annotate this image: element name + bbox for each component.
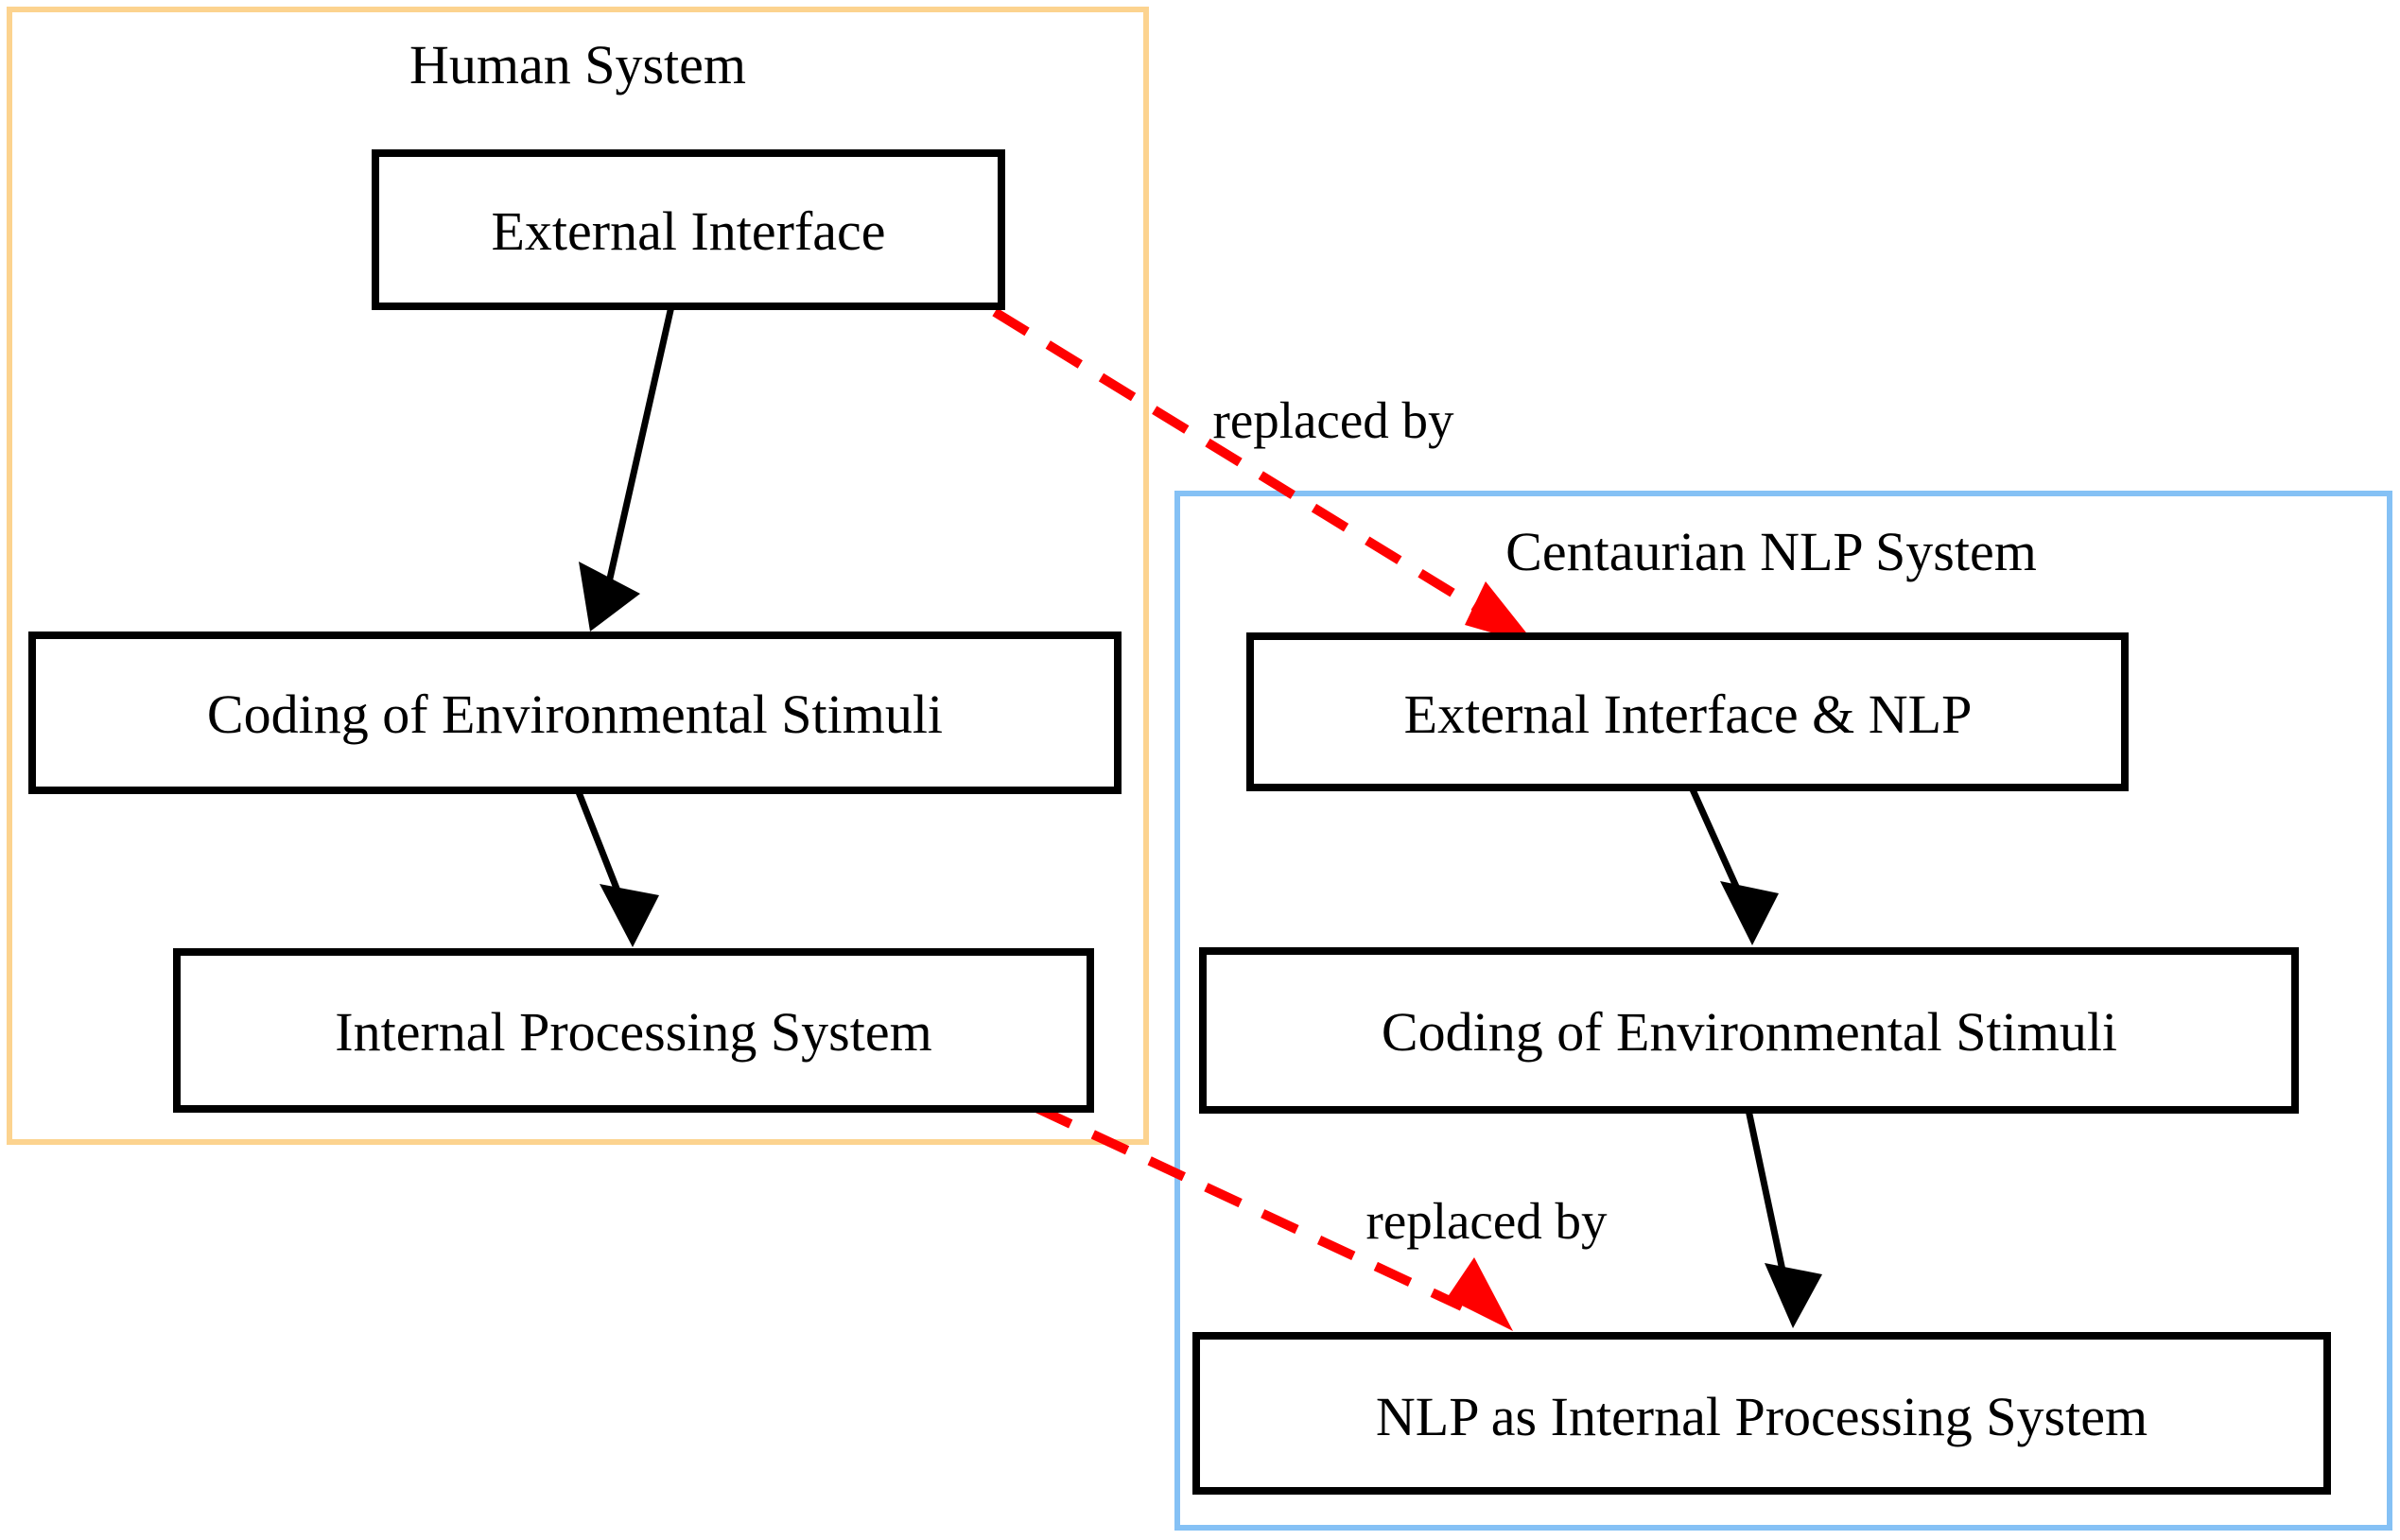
- node-box[interactable]: [1246, 632, 2129, 791]
- node-box[interactable]: [28, 632, 1122, 794]
- cluster-centaurian-nlp-system-border: [1174, 491, 2392, 1531]
- node-nlp-as-internal-processing-system[interactable]: NLP as Internal Processing System: [1192, 1332, 2331, 1495]
- node-label: Coding of Environmental Stimuli: [207, 683, 943, 745]
- node-box[interactable]: [173, 948, 1094, 1113]
- edge-nlp-ei-to-coding: [1688, 786, 1779, 945]
- cluster-human-system: Human System: [7, 7, 1149, 1145]
- arrowhead-icon: [1765, 1263, 1822, 1328]
- arrowhead-icon: [1720, 881, 1779, 945]
- node-nlp-external-interface-nlp[interactable]: External Interface & NLP: [1246, 632, 2129, 791]
- node-label: External Interface & NLP: [1404, 683, 1973, 745]
- node-human-external-interface[interactable]: External Interface: [372, 149, 1005, 310]
- edge-human-coding-to-internal: [575, 790, 659, 947]
- edge-label-replaced-by-interface: replaced by: [1213, 391, 1454, 449]
- cluster-centaurian-nlp-system: Centaurian NLP System: [1174, 491, 2392, 1531]
- replaced-by-line: [1034, 1103, 1465, 1311]
- node-human-coding-environmental-stimuli[interactable]: Coding of Environmental Stimuli: [28, 632, 1122, 794]
- node-box[interactable]: [1199, 947, 2299, 1114]
- edge-human-ei-to-coding: [579, 305, 675, 632]
- node-label: Coding of Environmental Stimuli: [1382, 1001, 2117, 1063]
- arrowhead-icon: [1447, 1257, 1513, 1331]
- node-label: External Interface: [492, 200, 886, 262]
- edge-line: [1745, 1109, 1789, 1285]
- arrowhead-icon: [1465, 581, 1537, 646]
- arrowhead-icon: [579, 562, 640, 632]
- edge-nlp-coding-to-internal: [1745, 1109, 1822, 1328]
- node-label: Internal Processing System: [335, 1001, 931, 1063]
- edge-label-replaced-by-processing: replaced by: [1366, 1192, 1608, 1250]
- cluster-human-system-border: [7, 7, 1149, 1145]
- arrowhead-icon: [600, 884, 659, 947]
- node-box[interactable]: [1192, 1332, 2331, 1495]
- node-nlp-coding-environmental-stimuli[interactable]: Coding of Environmental Stimuli: [1199, 947, 2299, 1114]
- node-label: NLP as Internal Processing System: [1376, 1386, 2148, 1447]
- replaced-by-line: [992, 307, 1487, 617]
- node-box[interactable]: [372, 149, 1005, 310]
- edge-line: [603, 305, 675, 592]
- edge-replaced-by-interface: replaced by: [992, 307, 1537, 646]
- cluster-centaurian-nlp-system-title: Centaurian NLP System: [1505, 521, 2037, 582]
- node-human-internal-processing-system[interactable]: Internal Processing System: [173, 948, 1094, 1113]
- edge-replaced-by-processing: replaced by: [1034, 1103, 1608, 1331]
- cluster-human-system-title: Human System: [409, 34, 746, 95]
